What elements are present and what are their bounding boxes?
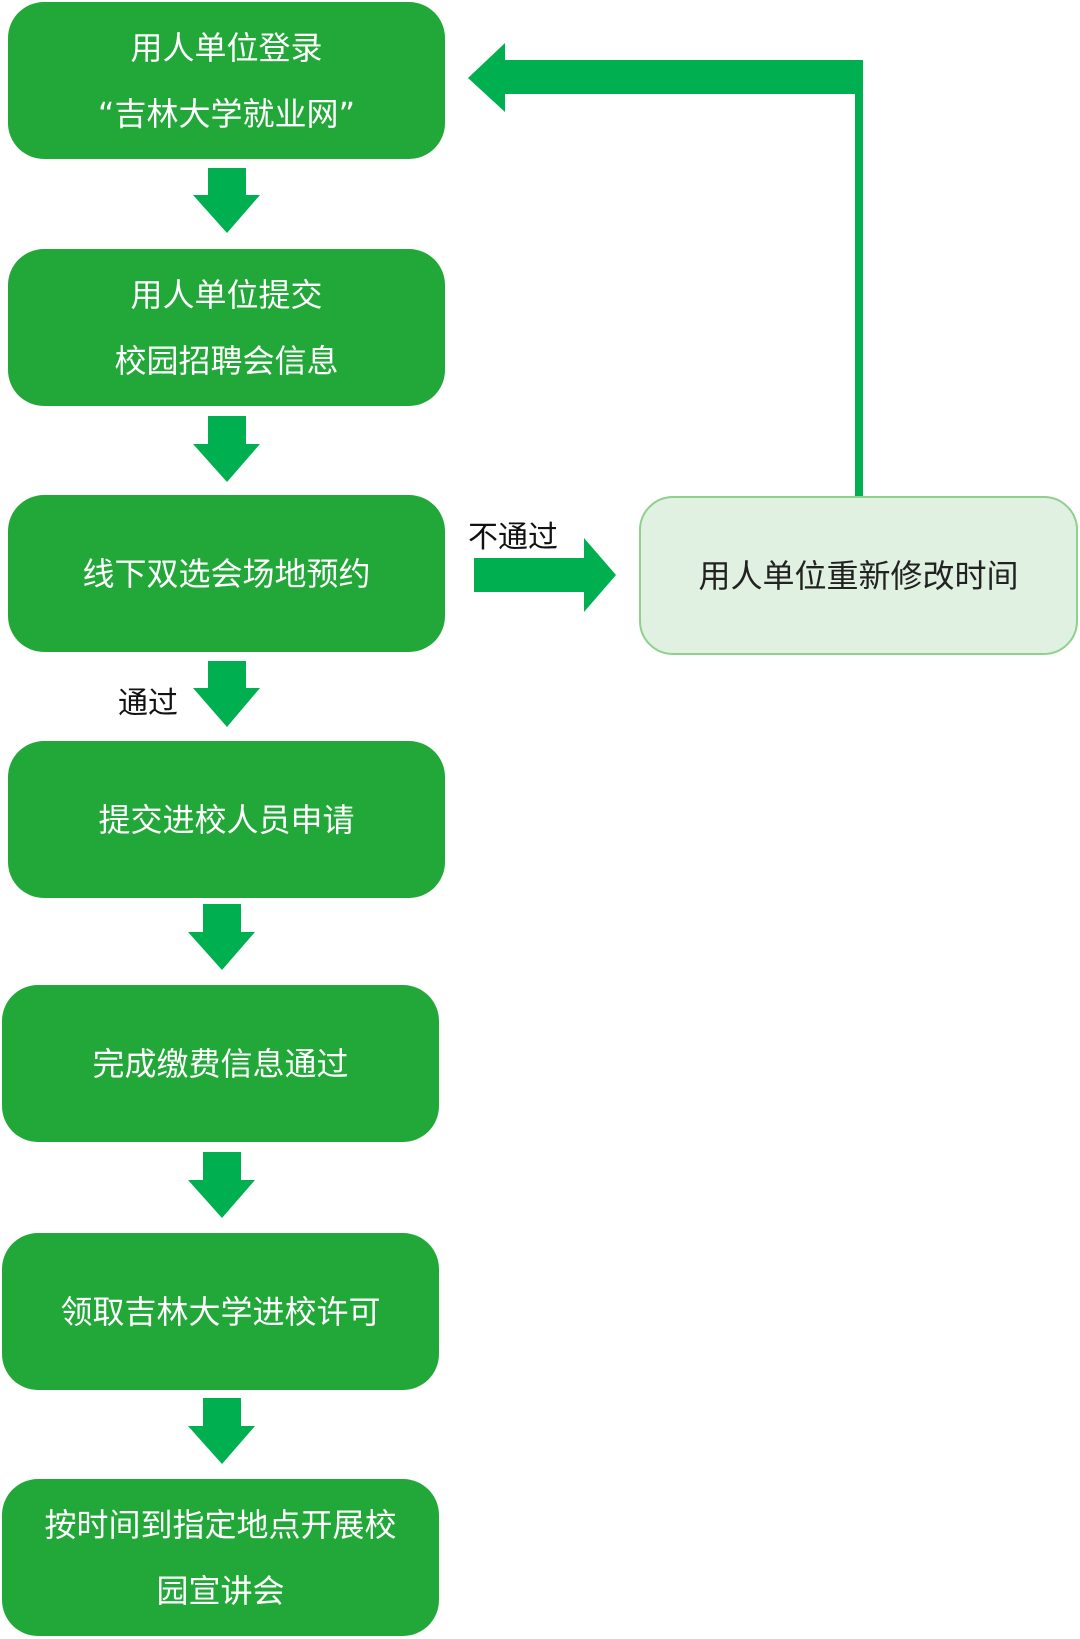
step-submit-info-line1: 用人单位提交 <box>130 275 323 314</box>
down-arrow-3 <box>193 661 260 727</box>
step-submit-info: 用人单位提交 校园招聘会信息 <box>8 249 445 406</box>
down-arrow-4 <box>188 904 255 970</box>
right-arrow-fail <box>474 538 616 612</box>
step-login-line2: “吉林大学就业网” <box>97 94 356 133</box>
step-login: 用人单位登录 “吉林大学就业网” <box>8 2 445 159</box>
down-arrow-5 <box>188 1152 255 1218</box>
side-step-label: 用人单位重新修改时间 <box>698 556 1019 595</box>
step-personnel-application-line1: 提交进校人员申请 <box>98 800 355 839</box>
feedback-left-arrow <box>468 43 863 112</box>
label-fail: 不通过 <box>468 520 558 555</box>
step-presentation-line1: 按时间到指定地点开展校 <box>44 1505 397 1544</box>
step-presentation: 按时间到指定地点开展校 园宣讲会 <box>2 1479 439 1636</box>
side-step-modify-time: 用人单位重新修改时间 <box>639 496 1078 655</box>
step-submit-info-line2: 校园招聘会信息 <box>114 341 339 380</box>
step-login-line1: 用人单位登录 <box>130 28 323 67</box>
step-presentation-line2: 园宣讲会 <box>156 1571 285 1610</box>
step-personnel-application: 提交进校人员申请 <box>8 741 445 898</box>
down-arrow-2 <box>193 416 260 482</box>
label-pass: 通过 <box>118 686 178 721</box>
step-permit-line1: 领取吉林大学进校许可 <box>60 1292 381 1331</box>
step-venue-booking-line1: 线下双选会场地预约 <box>82 554 371 593</box>
step-payment: 完成缴费信息通过 <box>2 985 439 1142</box>
step-venue-booking: 线下双选会场地预约 <box>8 495 445 652</box>
step-payment-line1: 完成缴费信息通过 <box>92 1044 349 1083</box>
down-arrow-6 <box>188 1398 255 1464</box>
down-arrow-1 <box>193 168 260 233</box>
feedback-vertical-line <box>855 60 863 498</box>
step-permit: 领取吉林大学进校许可 <box>2 1233 439 1390</box>
